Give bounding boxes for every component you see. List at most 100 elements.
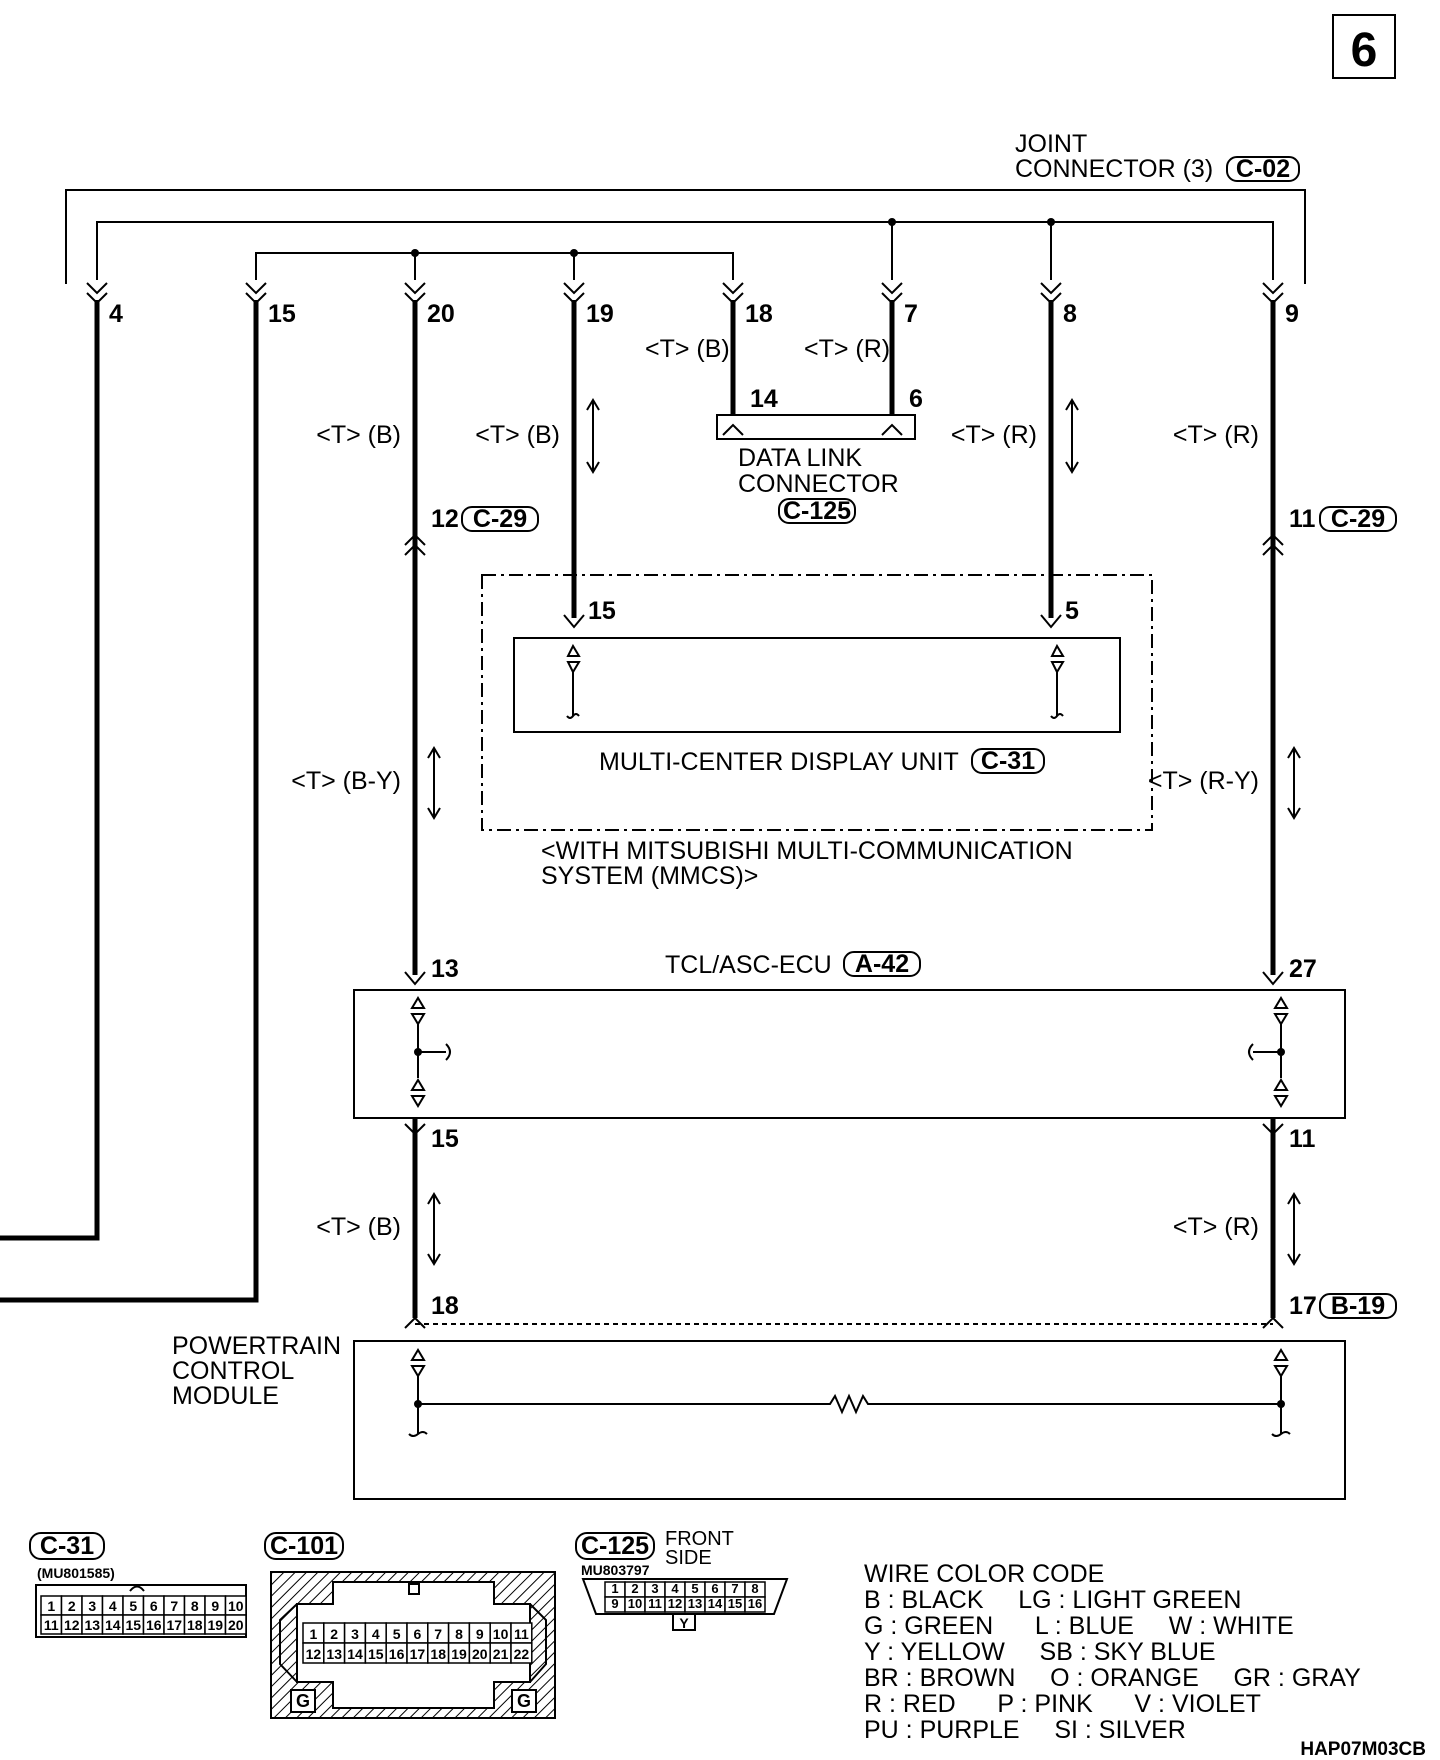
legend-line: B : BLACK LG : LIGHT GREEN [864,1586,1241,1614]
legend-title: WIRE COLOR CODE [864,1560,1104,1588]
c125-pin-number: 3 [651,1581,658,1596]
dlc-pin-14: 14 [750,385,778,413]
splice-dot [1047,218,1055,226]
joint-connector-code: C-02 [1236,155,1290,183]
c101-pin-number: 4 [372,1626,380,1642]
legend-line: G : GREEN L : BLUE W : WHITE [864,1612,1294,1640]
tcl-pin-11: 11 [1289,1125,1316,1153]
c101-g-right-box [511,1689,537,1713]
c125-pin-number: 12 [668,1596,682,1611]
c29-left-code: C-29 [473,505,527,533]
c29-right-pin: 11 [1289,505,1316,533]
legend-line: R : RED P : PINK V : VIOLET [864,1690,1261,1718]
c31-pin-number: 6 [150,1598,158,1614]
tcl-ecu-code-box [843,951,921,977]
c101-pin-number: 19 [451,1646,467,1662]
tcl-ecu-code: A-42 [855,950,909,978]
c125-view-code: C-125 [581,1532,649,1560]
wire-label-pin18: <T> (B) [645,335,730,363]
c125-pin-number: 8 [751,1581,758,1596]
bidirectional-arrow-icon [427,1192,441,1266]
c31-pin-number: 16 [146,1617,162,1633]
tcl-bottom-chevron [404,1123,426,1136]
c29-left-code-box [461,506,539,532]
pcm-pin-17: 17 [1289,1292,1317,1320]
wire-color-labels: <T> (B) <T> (R) <T> (B) <T> (B) <T> (R) … [291,335,1259,1241]
c101-pin-number: 9 [476,1626,484,1642]
mcdu-pin-5: 5 [1065,597,1079,625]
joint-pin-20: 20 [427,300,455,328]
legend-line: BR : BROWN O : ORANGE GR : GRAY [864,1664,1361,1692]
mcdu-code: C-31 [981,747,1035,775]
c31-pin-number: 1 [47,1598,55,1614]
figure-code: HAP07M03CB [1300,1739,1426,1760]
c31-pin-number: 18 [187,1617,203,1633]
c31-pin-number: 11 [44,1617,59,1633]
c31-pin-number: 9 [211,1598,219,1614]
c101-pin-number: 2 [330,1626,338,1642]
c125-pin-number: 10 [628,1596,642,1611]
c29-chevron [404,533,426,556]
c101-pin-number: 11 [514,1626,529,1642]
tcl-internal-right [1248,996,1289,1108]
c125-code-box [575,1532,655,1560]
bidirectional-arrow-icon [1287,746,1301,820]
c31-pin-number: 7 [170,1598,178,1614]
c101-pin-number: 20 [472,1646,488,1662]
mcdu-name: MULTI-CENTER DISPLAY UNIT [599,748,959,776]
joint-pin-8: 8 [1063,300,1077,328]
tcl-top-chevron [1262,971,1284,986]
splice-dot [888,218,896,226]
c125-pin-number: 11 [648,1596,662,1611]
c125-pin-number: 14 [708,1596,723,1611]
c31-pin-number: 17 [166,1617,182,1633]
c125-pin-number: 15 [728,1596,742,1611]
dlc-pin-6: 6 [909,385,923,413]
c31-pin-number: 19 [207,1617,223,1633]
c31-pin-number: 10 [228,1598,244,1614]
mcdu-body [513,637,1121,733]
c125-key: Y [679,1615,689,1631]
c101-g-left-box [290,1689,316,1713]
wire-label-15: <T> (B) [316,1213,401,1241]
c101-g-left: G [296,1691,310,1711]
c101-pin-number: 7 [434,1626,442,1642]
c29-right-code: C-29 [1331,505,1385,533]
wire-label-9: <T> (R) [1173,421,1259,449]
pcm-chevron [1262,1316,1284,1329]
c29-left-pin: 12 [431,505,459,533]
page-number-box [1332,14,1396,79]
page-number: 6 [1351,24,1378,77]
c101-pin-number: 8 [455,1626,463,1642]
c101-pin-number: 1 [310,1626,318,1642]
c29-chevron [1262,533,1284,556]
c31-part-number: (MU801585) [37,1565,115,1581]
dlc-outline [716,414,916,440]
c101-view-code: C-101 [270,1532,338,1560]
c31-pin-number: 2 [68,1598,76,1614]
pcm-code-box [1319,1293,1397,1319]
data-link-connector: 14 6 DATA LINK CONNECTOR C-125 [716,385,923,525]
joint-pin-9: 9 [1285,300,1299,328]
dlc-chevron [881,423,903,436]
dlc-label-2: CONNECTOR [738,470,899,498]
c31-pin-number: 13 [84,1617,100,1633]
wire-label-20: <T> (B) [316,421,401,449]
c125-side-label-2: SIDE [665,1547,712,1569]
c31-code-box [29,1532,105,1560]
pcm-body [353,1340,1346,1500]
pcm-pin-18: 18 [431,1292,459,1320]
mcdu-pin-chevron [1040,614,1062,629]
wire-label-pin7: <T> (R) [804,335,890,363]
bidirectional-arrow-icon [586,398,600,474]
tcl-asc-ecu: TCL/ASC-ECU A-42 13 27 15 11 [353,950,1346,1153]
wires [0,300,1276,1318]
mcdu-pin-15: 15 [588,597,616,625]
c101-pin-number: 12 [306,1646,322,1662]
multi-center-display-unit: 15 5 MULTI-CENTER DISPLAY UNIT C-31 <WIT… [481,574,1153,890]
tcl-pin-13: 13 [431,955,459,983]
